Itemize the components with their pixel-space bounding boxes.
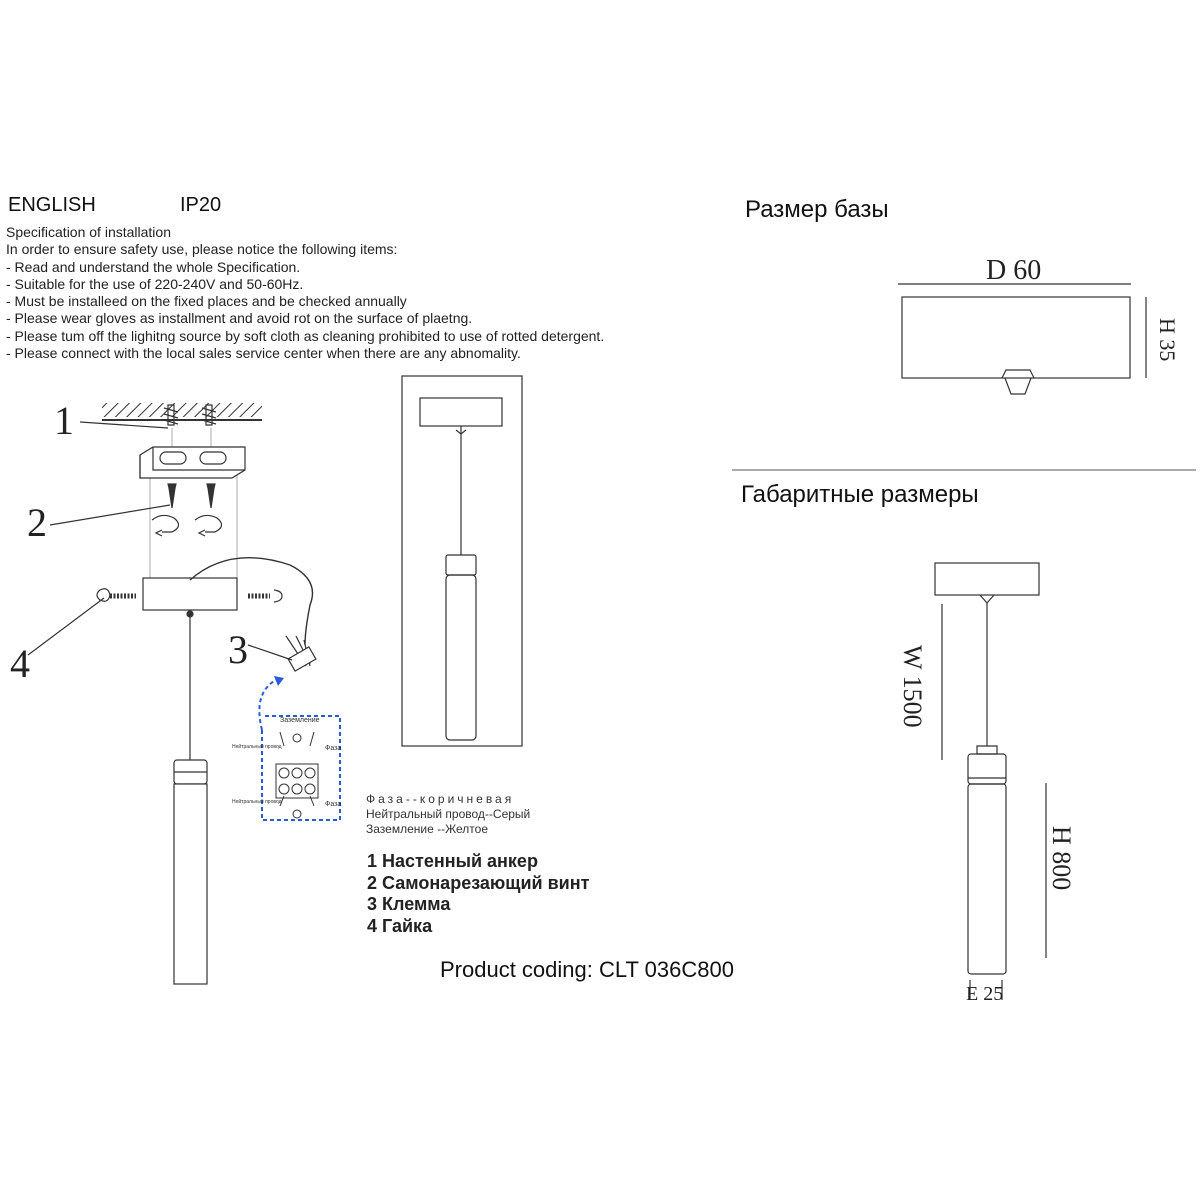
self-tapping-screw-icon (167, 483, 216, 509)
parts-item: 1 Настенный анкер (367, 851, 538, 871)
wire-color-legend: Фаза--коричневая Нейтральный провод--Сер… (366, 792, 530, 837)
guide-lines (149, 428, 238, 580)
spec-item: - Please tum off the lighitng source by … (6, 327, 605, 344)
callout-4: 4 (10, 641, 30, 686)
phase-wire-label: Фаза (325, 801, 341, 808)
neutral-wire-label: Нейтральный провод (232, 798, 282, 805)
ceiling-base (934, 562, 1040, 596)
spec-item: - Read and understand the whole Specific… (6, 258, 301, 275)
overall-size-heading: Габаритные размеры (741, 481, 979, 508)
callout-1: 1 (54, 398, 74, 443)
phase-wire-color: Фаза--коричневая (366, 792, 515, 806)
callout-4-leader (27, 597, 105, 656)
body-height-label: H 800 (1047, 826, 1076, 890)
ip-rating: IP20 (180, 194, 222, 216)
ground-wire-color: Заземление --Желтое (366, 822, 489, 836)
parts-item: 3 Клемма (367, 894, 451, 914)
installation-diagram (27, 403, 317, 985)
base-size-heading: Размер базы (745, 196, 889, 223)
body-diameter-label: E 25 (966, 983, 1003, 1005)
spec-item: - Please wear gloves as installment and … (6, 310, 473, 327)
mounting-bracket (139, 446, 246, 479)
product-coding: Product coding: CLT 036C800 (440, 957, 734, 982)
neutral-wire-label: Нейтральный провод (232, 743, 282, 750)
callout-1-leader (79, 421, 169, 429)
ground-wire-label: Заземление (280, 717, 320, 724)
spec-intro: In order to ensure safety use, please no… (6, 241, 398, 258)
assembled-view (401, 375, 523, 747)
ceiling-base (419, 397, 503, 427)
power-cable (189, 557, 314, 646)
parts-item: 2 Самонарезающий винт (367, 872, 590, 893)
neutral-wire-color: Нейтральный провод--Серый (366, 807, 531, 821)
overall-size-drawing (934, 562, 1047, 1000)
nut-icon (96, 588, 283, 603)
spec-title: Specification of installation (6, 224, 171, 240)
terminal-block-icon (287, 646, 317, 672)
base-diameter-label: D 60 (986, 255, 1041, 286)
rotate-arrow-icon (151, 514, 223, 537)
parts-item: 4 Гайка (367, 915, 433, 936)
spec-item: - Must be installeed on the fixed places… (6, 293, 407, 310)
callout-2-leader (49, 504, 171, 526)
terminal-block-icon (275, 731, 319, 819)
ceiling-base (142, 577, 238, 611)
pendant-lamp (967, 745, 1007, 975)
ceiling-base (901, 296, 1131, 379)
pendant-lamp (173, 759, 208, 985)
language-label: ENGLISH (8, 194, 96, 216)
spec-item: - Please connect with the local sales se… (6, 345, 521, 362)
spec-item: - Suitable for the use of 220-240V and 5… (6, 275, 304, 292)
callout-3-leader (247, 644, 293, 661)
ceiling-hatch (102, 403, 262, 417)
phase-wire-label: Фаза (325, 745, 341, 752)
parts-list: 1 Настенный анкер 2 Самонарезающий винт … (367, 851, 589, 937)
wiring-diagram: Заземление Нейтральный провод Фаза Нейтр… (232, 676, 341, 821)
wall-anchor-icon (163, 404, 217, 426)
base-height-label: H 35 (1155, 318, 1180, 361)
callout-2: 2 (27, 500, 47, 545)
callout-3: 3 (228, 627, 248, 672)
base-size-drawing (898, 283, 1147, 395)
cable-length-label: W 1500 (898, 645, 927, 728)
pendant-lamp (445, 554, 477, 741)
specification-block: Specification of installation In order t… (6, 224, 604, 362)
